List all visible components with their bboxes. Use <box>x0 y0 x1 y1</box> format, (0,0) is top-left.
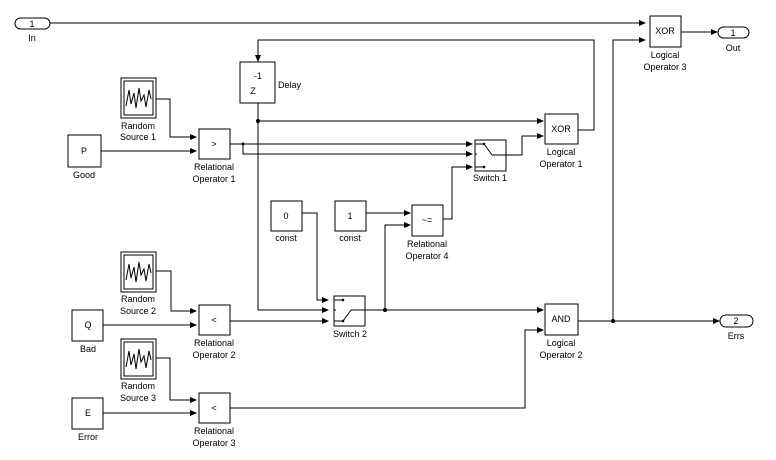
signal-lines <box>50 20 720 416</box>
relational-operator-3-label-2: Operator 3 <box>192 438 235 448</box>
wire-switch2-to-rel4 <box>384 222 411 310</box>
delay-symbol-exponent: -1 <box>254 71 262 81</box>
switch-icon <box>475 143 506 168</box>
switch-1-label: Switch 1 <box>473 173 507 183</box>
constant-one-value: 1 <box>347 211 352 221</box>
logical-operator-2[interactable]: AND Logical Operator 2 <box>539 303 583 360</box>
logical-operator-2-symbol: AND <box>551 314 571 324</box>
constant-error-label: Error <box>78 432 98 442</box>
delay-block[interactable]: -1 Z Delay <box>239 61 302 104</box>
junction-dot <box>256 119 260 123</box>
relational-operator-4-label-1: Relational <box>407 239 447 249</box>
logical-operator-3-symbol: XOR <box>655 26 675 36</box>
constant-good-label: Good <box>73 170 95 180</box>
random-source-1[interactable]: Random Source 1 <box>120 77 157 142</box>
wire-xor1-to-delay <box>255 39 595 131</box>
random-source-3-label-2: Source 3 <box>120 393 156 403</box>
constant-error-value: E <box>85 408 91 418</box>
relational-operator-2[interactable]: < Relational Operator 2 <box>192 304 236 360</box>
switch-2[interactable]: Switch 2 <box>333 295 367 339</box>
random-signal-icon <box>125 87 152 109</box>
relational-operator-3-label-1: Relational <box>194 426 234 436</box>
wire-delay-to-switch2 <box>257 103 329 313</box>
switch-1[interactable]: Switch 1 <box>473 139 507 183</box>
random-source-1-label-1: Random <box>121 121 155 131</box>
constant-good-value: P <box>81 146 87 156</box>
delay-symbol-z: Z <box>250 86 256 96</box>
outport-out-number: 1 <box>730 28 735 38</box>
inport-in-label: In <box>28 33 36 43</box>
inport-in[interactable]: 1 In <box>14 17 51 43</box>
random-signal-icon <box>125 261 152 283</box>
constant-zero-label: const <box>275 233 297 243</box>
constant-bad[interactable]: Q Bad <box>71 309 104 354</box>
outport-out[interactable]: 1 Out <box>717 26 750 53</box>
outport-errs-label: Errs <box>728 331 745 341</box>
junction-dot <box>611 319 615 323</box>
constant-one-label: const <box>339 233 361 243</box>
constant-zero[interactable]: 0 const <box>270 200 303 243</box>
relational-operator-2-label-2: Operator 2 <box>192 350 235 360</box>
wire-rel3-to-and <box>230 327 544 409</box>
logical-operator-2-label-2: Operator 2 <box>539 350 582 360</box>
logical-operator-1[interactable]: XOR Logical Operator 1 <box>539 113 583 169</box>
constant-one[interactable]: 1 const <box>334 200 367 243</box>
relational-operator-4-label-2: Operator 4 <box>405 251 448 261</box>
wire-rel4-to-switch1 <box>443 164 473 220</box>
outport-errs[interactable]: 2 Errs <box>719 314 754 341</box>
outport-out-label: Out <box>726 43 741 53</box>
junction-dot <box>241 142 245 146</box>
random-source-2-label-2: Source 2 <box>120 306 156 316</box>
logical-operator-2-label-1: Logical <box>547 338 576 348</box>
logical-operator-1-symbol: XOR <box>551 124 571 134</box>
switch-2-label: Switch 2 <box>333 329 367 339</box>
random-source-1-label-2: Source 1 <box>120 132 156 142</box>
random-source-3[interactable]: Random Source 3 <box>120 338 157 403</box>
relational-operator-1-label-1: Relational <box>194 162 234 172</box>
relational-operator-1[interactable]: > Relational Operator 1 <box>192 128 236 184</box>
random-source-2-label-1: Random <box>121 294 155 304</box>
random-signal-icon <box>125 348 152 370</box>
wire-rand2-to-rel2 <box>156 270 197 314</box>
relational-operator-4[interactable]: ~= Relational Operator 4 <box>405 204 449 261</box>
logical-operator-1-label-2: Operator 1 <box>539 159 582 169</box>
junction-dot <box>383 308 387 312</box>
relational-operator-2-symbol: < <box>211 315 216 325</box>
outport-errs-number: 2 <box>733 316 738 326</box>
wire-rand3-to-rel3 <box>156 357 197 403</box>
inport-in-number: 1 <box>29 19 34 29</box>
random-source-2[interactable]: Random Source 2 <box>120 251 157 316</box>
constant-good[interactable]: P Good <box>67 134 102 180</box>
wire-rand1-to-rel1 <box>156 98 197 140</box>
logical-operator-3-label-2: Operator 3 <box>643 62 686 72</box>
relational-operator-4-symbol: ~= <box>422 215 433 225</box>
relational-operator-1-label-2: Operator 1 <box>192 174 235 184</box>
wire-rel1-to-switch1-ctl <box>242 144 473 157</box>
relational-operator-3[interactable]: < Relational Operator 3 <box>192 392 236 448</box>
relational-operator-2-label-1: Relational <box>194 338 234 348</box>
relational-operator-1-symbol: > <box>211 139 216 149</box>
logical-operator-3[interactable]: XOR Logical Operator 3 <box>643 15 687 72</box>
logical-operator-3-label-1: Logical <box>651 50 680 60</box>
wire-const0-to-switch2 <box>302 212 329 303</box>
constant-bad-label: Bad <box>80 344 96 354</box>
random-source-3-label-1: Random <box>121 381 155 391</box>
switch-icon <box>334 299 365 322</box>
constant-zero-value: 0 <box>283 211 288 221</box>
delay-label: Delay <box>278 80 302 90</box>
constant-bad-value: Q <box>84 320 91 330</box>
wire-switch1-to-xor1 <box>506 133 544 156</box>
constant-error[interactable]: E Error <box>71 397 104 442</box>
relational-operator-3-symbol: < <box>211 403 216 413</box>
wire-and-to-xor3 <box>612 37 646 321</box>
logical-operator-1-label-1: Logical <box>547 147 576 157</box>
